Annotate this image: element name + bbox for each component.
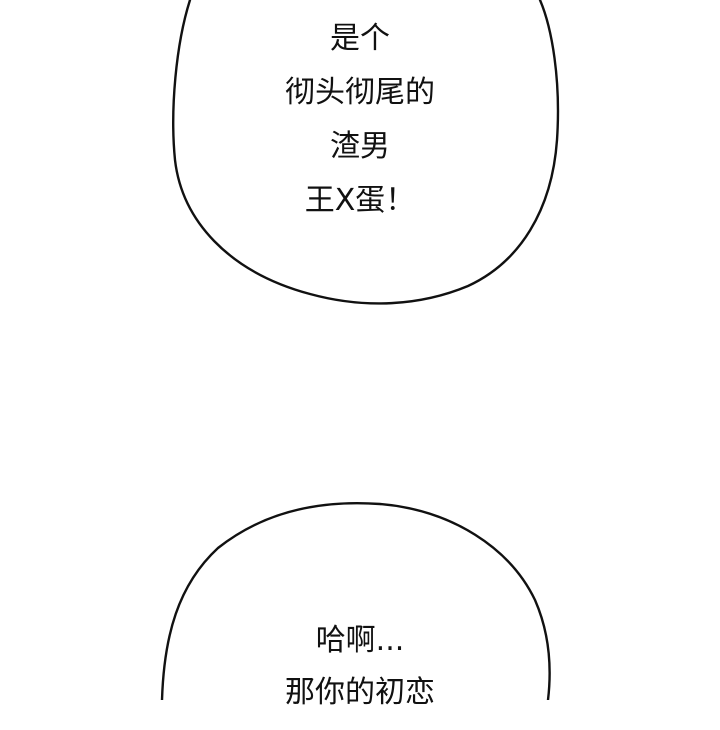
comic-panel: 是个 彻头彻尾的 渣男 王X蛋！ 哈啊... 那你的初恋 (160, 0, 560, 708)
speech-line: 是个 (330, 21, 390, 56)
speech-line: 哈啊... (315, 623, 405, 658)
speech-bubble-outline-top (172, 0, 560, 305)
speech-line: 彻头彻尾的 (285, 75, 435, 110)
speech-line: 王X蛋！ (304, 183, 416, 218)
speech-bubble-top-text: 是个 彻头彻尾的 渣男 王X蛋！ (230, 24, 490, 240)
speech-bubble-outline-bottom (160, 501, 551, 700)
speech-bubbles-layer (160, 0, 560, 700)
speech-bubble-bottom-text: 哈啊... 那你的初恋 (230, 626, 490, 730)
speech-line: 那你的初恋 (285, 675, 435, 710)
speech-line: 渣男 (330, 129, 390, 164)
